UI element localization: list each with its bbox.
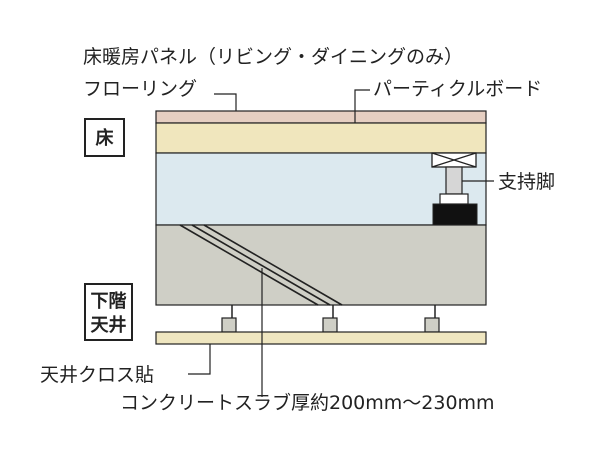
concrete-slab-label: コンクリートスラブ厚約200mm～230mm: [120, 391, 495, 414]
leg-shaft: [445, 166, 463, 195]
ceiling-hanger: [322, 305, 338, 333]
lower-ceiling-box: 下階 天井: [84, 283, 133, 341]
leg-foot-pad: [432, 203, 478, 226]
concrete-slab-layer: [155, 224, 487, 306]
particle-board-layer: [155, 122, 487, 154]
air-space-layer: [155, 152, 487, 226]
particle-board-leader: [354, 89, 370, 123]
support-leg-label: 支持脚: [498, 171, 555, 193]
lower-ceiling-box-line2: 天井: [91, 314, 127, 336]
floor-box-label: 床: [96, 127, 115, 149]
slab-diagonal-1: [179, 224, 319, 306]
particle-board-label: パーティクルボード: [373, 78, 542, 100]
ceiling-cloth-leader: [188, 344, 211, 375]
flooring-leader: [214, 93, 237, 111]
leader-lines: [188, 89, 494, 397]
slab-diagonal-3: [203, 224, 343, 306]
slab-diagonal-lines: [179, 224, 343, 306]
flooring-label: フローリング: [83, 78, 197, 100]
ceiling-board-layer: [155, 331, 487, 345]
ceiling-cloth-label: 天井クロス貼: [40, 364, 154, 386]
support-leg-assembly: [431, 152, 478, 226]
leg-cap-cross-2: [431, 152, 477, 168]
slab-diagonal-2: [191, 224, 331, 306]
floor-heating-panel-label: 床暖房パネル（リビング・ダイニングのみ）: [83, 46, 463, 68]
heating-panel-layer: [155, 110, 487, 124]
floor-box: 床: [84, 118, 125, 157]
ceiling-hangers: [221, 305, 440, 333]
ceiling-hanger: [424, 305, 440, 333]
lower-ceiling-box-line1: 下階: [91, 291, 127, 312]
leg-nut: [439, 193, 469, 205]
ceiling-hanger: [221, 305, 237, 333]
